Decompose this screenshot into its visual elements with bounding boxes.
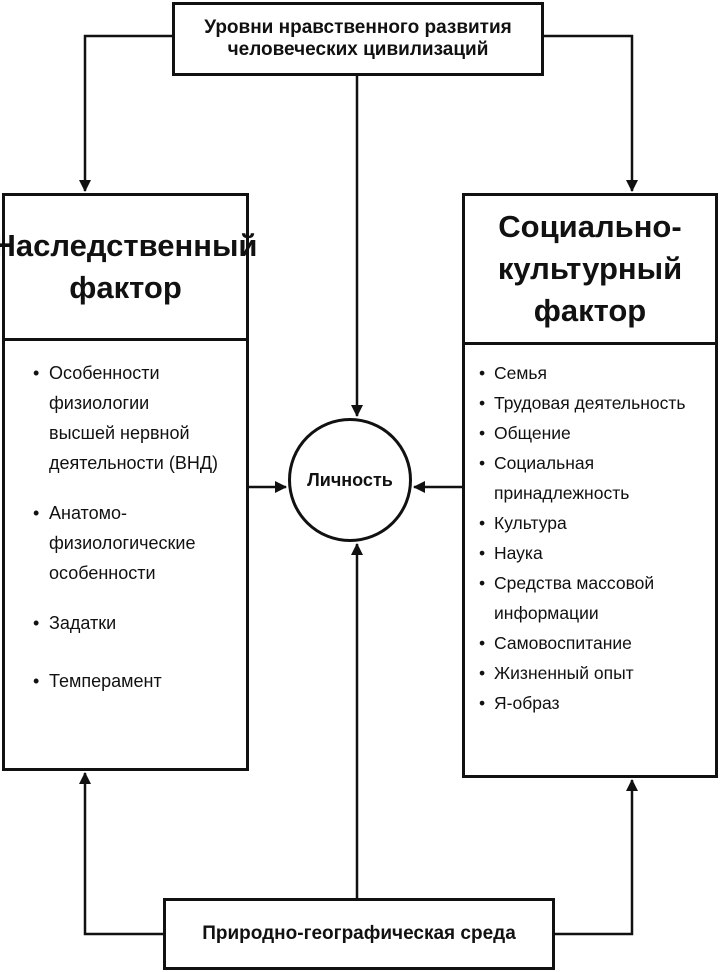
list-item: Общение xyxy=(465,418,715,448)
personality-node: Личность xyxy=(288,418,412,542)
list-item: Культура xyxy=(465,508,715,538)
arrow-top-to-sociocultural xyxy=(544,34,638,192)
list-item: Жизненный опыт xyxy=(465,658,715,688)
sociocultural-factor-box: Социально- культурный фактор Семья Трудо… xyxy=(462,193,718,778)
environment-label: Природно-географическая среда xyxy=(202,922,516,944)
hereditary-factor-box: Наследственный фактор Особенности физиол… xyxy=(0,193,257,771)
moral-development-line-2: человеческих цивилизаций xyxy=(227,39,489,60)
sociocultural-factor-header: Социально- культурный фактор xyxy=(465,196,715,345)
arrow-environment-to-hereditary xyxy=(79,772,163,936)
list-item: Анатомо- физиологические особенности xyxy=(5,498,246,588)
hereditary-factor-list: Особенности физиологии высшей нервной де… xyxy=(5,358,246,716)
list-item: Особенности физиологии высшей нервной де… xyxy=(5,358,246,478)
sociocultural-factor-list: Семья Трудовая деятельность Общение Соци… xyxy=(465,358,715,718)
list-item: Я-образ xyxy=(465,688,715,718)
hereditary-factor-title: Наследственный фактор xyxy=(0,228,258,305)
list-item: Наука xyxy=(465,538,715,568)
list-item: Темперамент xyxy=(5,666,246,696)
moral-development-box: Уровни нравственного развития человеческ… xyxy=(172,2,544,76)
list-item: Средства массовой информации xyxy=(465,568,715,628)
personality-label: Личность xyxy=(307,469,393,490)
hereditary-factor-header: Наследственный фактор xyxy=(0,196,257,341)
list-item: Задатки xyxy=(5,608,246,638)
environment-box: Природно-географическая среда xyxy=(163,898,555,970)
sociocultural-factor-title: Социально- культурный фактор xyxy=(497,209,683,328)
list-item: Социальная принадлежность xyxy=(465,448,715,508)
list-item: Семья xyxy=(465,358,715,388)
list-item: Самовоспитание xyxy=(465,628,715,658)
arrow-top-to-hereditary xyxy=(79,34,172,192)
list-item: Трудовая деятельность xyxy=(465,388,715,418)
arrow-environment-to-sociocultural xyxy=(555,779,638,936)
moral-development-line-1: Уровни нравственного развития xyxy=(204,16,512,38)
